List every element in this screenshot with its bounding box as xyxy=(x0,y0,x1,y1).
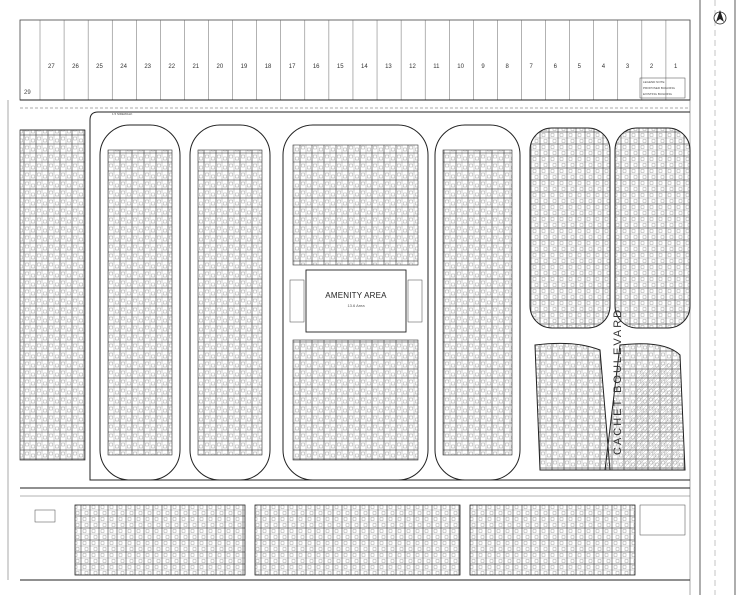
unit-block-outline xyxy=(282,124,429,481)
amenity-area-sublabel: 13.6 Area xyxy=(347,303,365,308)
lot-number: 12 xyxy=(409,64,416,70)
lot-number: 9 xyxy=(481,64,485,70)
legend-line-2: PROPOSED BUILDING xyxy=(643,86,676,90)
internal-roads xyxy=(20,111,690,497)
lot-number: 19 xyxy=(240,64,248,70)
corner-lot-label: 29 xyxy=(24,90,31,96)
lot-number: 21 xyxy=(192,64,200,70)
unit-cluster xyxy=(197,149,263,456)
unit-cluster xyxy=(292,144,419,266)
sidewalk-label: 1.5 SIDEWALK xyxy=(112,112,133,116)
north-arrow-icon xyxy=(713,10,727,25)
unit-cluster xyxy=(442,149,513,456)
east-pods xyxy=(529,127,691,471)
south-units xyxy=(20,504,690,581)
lot-number: 3 xyxy=(625,64,630,70)
legend-line-3: EXISTING BUILDING xyxy=(643,92,673,96)
unit-block-outline xyxy=(189,124,271,481)
lot-number: 10 xyxy=(457,64,464,70)
lot-number: 20 xyxy=(216,64,224,70)
legend-box xyxy=(639,77,686,99)
lot-number: 24 xyxy=(120,64,127,70)
lot-number: 5 xyxy=(577,64,581,70)
lot-number: 27 xyxy=(48,64,55,70)
top-lots xyxy=(19,19,691,109)
lot-number: 7 xyxy=(529,64,533,70)
lot-number: 18 xyxy=(264,64,272,70)
lot-number: 26 xyxy=(72,64,79,70)
lot-number: 8 xyxy=(505,64,509,70)
lot-number: 15 xyxy=(336,64,344,70)
lot-number: 25 xyxy=(96,64,103,70)
amenity-area xyxy=(289,269,423,333)
boulevard-label: CACHET BOULEVARD xyxy=(612,307,624,455)
legend-line-1: LEGEND NOTE xyxy=(643,80,665,84)
lot-number: 13 xyxy=(385,64,392,70)
lot-number: 16 xyxy=(312,64,320,70)
lot-number: 17 xyxy=(288,64,296,70)
lot-number: 6 xyxy=(553,64,557,70)
lot-number: 14 xyxy=(361,64,368,70)
lot-number: 11 xyxy=(433,64,440,70)
lot-number: 4 xyxy=(601,64,606,70)
lot-number: 2 xyxy=(649,64,654,70)
unit-block-outline xyxy=(434,124,521,481)
boulevard xyxy=(689,0,736,595)
unit-block-outline xyxy=(99,124,181,481)
west-lots xyxy=(7,100,86,580)
unit-cluster xyxy=(107,149,173,456)
unit-cluster xyxy=(292,339,419,461)
unit-blocks xyxy=(99,124,521,481)
amenity-area-label: AMENITY AREA xyxy=(325,291,387,300)
lot-number: 22 xyxy=(168,64,176,70)
lot-number: 1 xyxy=(673,64,678,70)
lot-number: 23 xyxy=(144,64,152,70)
